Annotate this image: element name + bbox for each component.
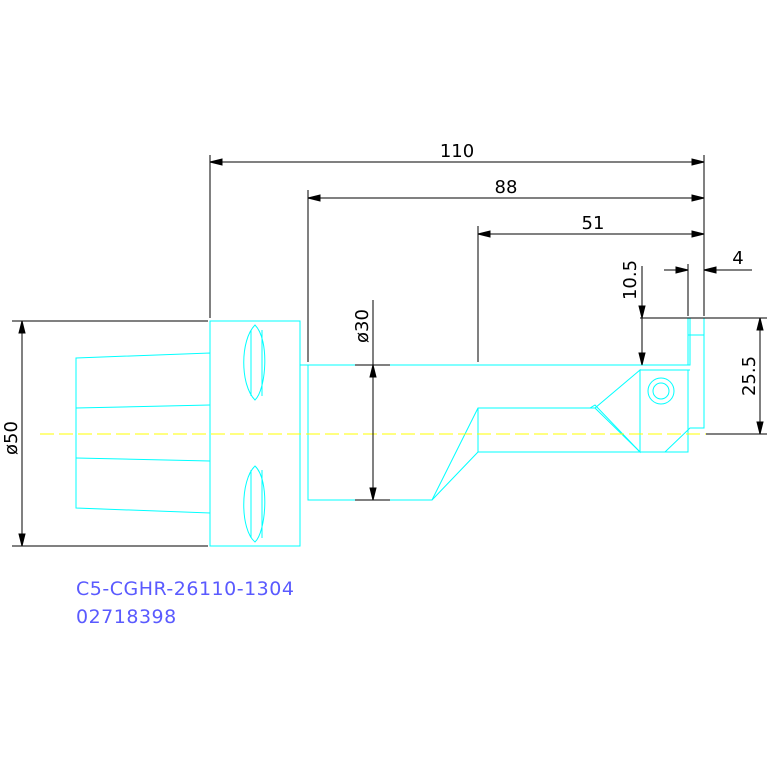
dim-head-length: 51: [582, 213, 605, 234]
tool-outline: [75, 317, 705, 547]
insert-seat: [594, 368, 641, 454]
dim-total-length: 110: [440, 141, 474, 162]
arrow: [18, 320, 26, 334]
arrow: [691, 158, 705, 166]
arrow: [691, 194, 705, 202]
part-number: 02718398: [76, 606, 177, 628]
drive-slot-upper: [243, 324, 266, 401]
arrow: [307, 194, 321, 202]
dim-shank-length: 88: [495, 177, 518, 198]
dim-shank-diameter: ø30: [352, 309, 373, 343]
arrow: [703, 266, 717, 274]
drawing-sheet: [0, 140, 767, 625]
arrow: [675, 266, 689, 274]
bar-chamfer-line: [431, 451, 479, 501]
polygonal-taper: [75, 352, 211, 514]
cutting-insert: [639, 369, 689, 453]
arrow: [638, 305, 646, 319]
dim-head-offset: 10.5: [620, 260, 641, 300]
dim-tip-width: 4: [732, 248, 743, 269]
drive-slot-lower: [243, 465, 266, 543]
dim-center-height: 25.5: [739, 356, 760, 396]
arrow: [691, 230, 705, 238]
arrow: [756, 421, 764, 435]
taper-facet-line: [75, 457, 211, 462]
shank-body: [300, 317, 705, 501]
arrow: [209, 158, 223, 166]
arrow: [369, 364, 377, 378]
arrow: [18, 533, 26, 547]
dim-flange-diameter: ø50: [1, 421, 22, 455]
arrow: [756, 317, 764, 331]
arrow: [369, 487, 377, 501]
taper-facet-line: [75, 404, 211, 409]
arrow: [477, 230, 491, 238]
arrow: [638, 352, 646, 366]
dimension-lines: [12, 155, 767, 547]
clamp-screw-inner: [652, 382, 670, 400]
clamp-screw: [647, 377, 675, 405]
part-code: C5-CGHR-26110-1304: [76, 578, 295, 600]
